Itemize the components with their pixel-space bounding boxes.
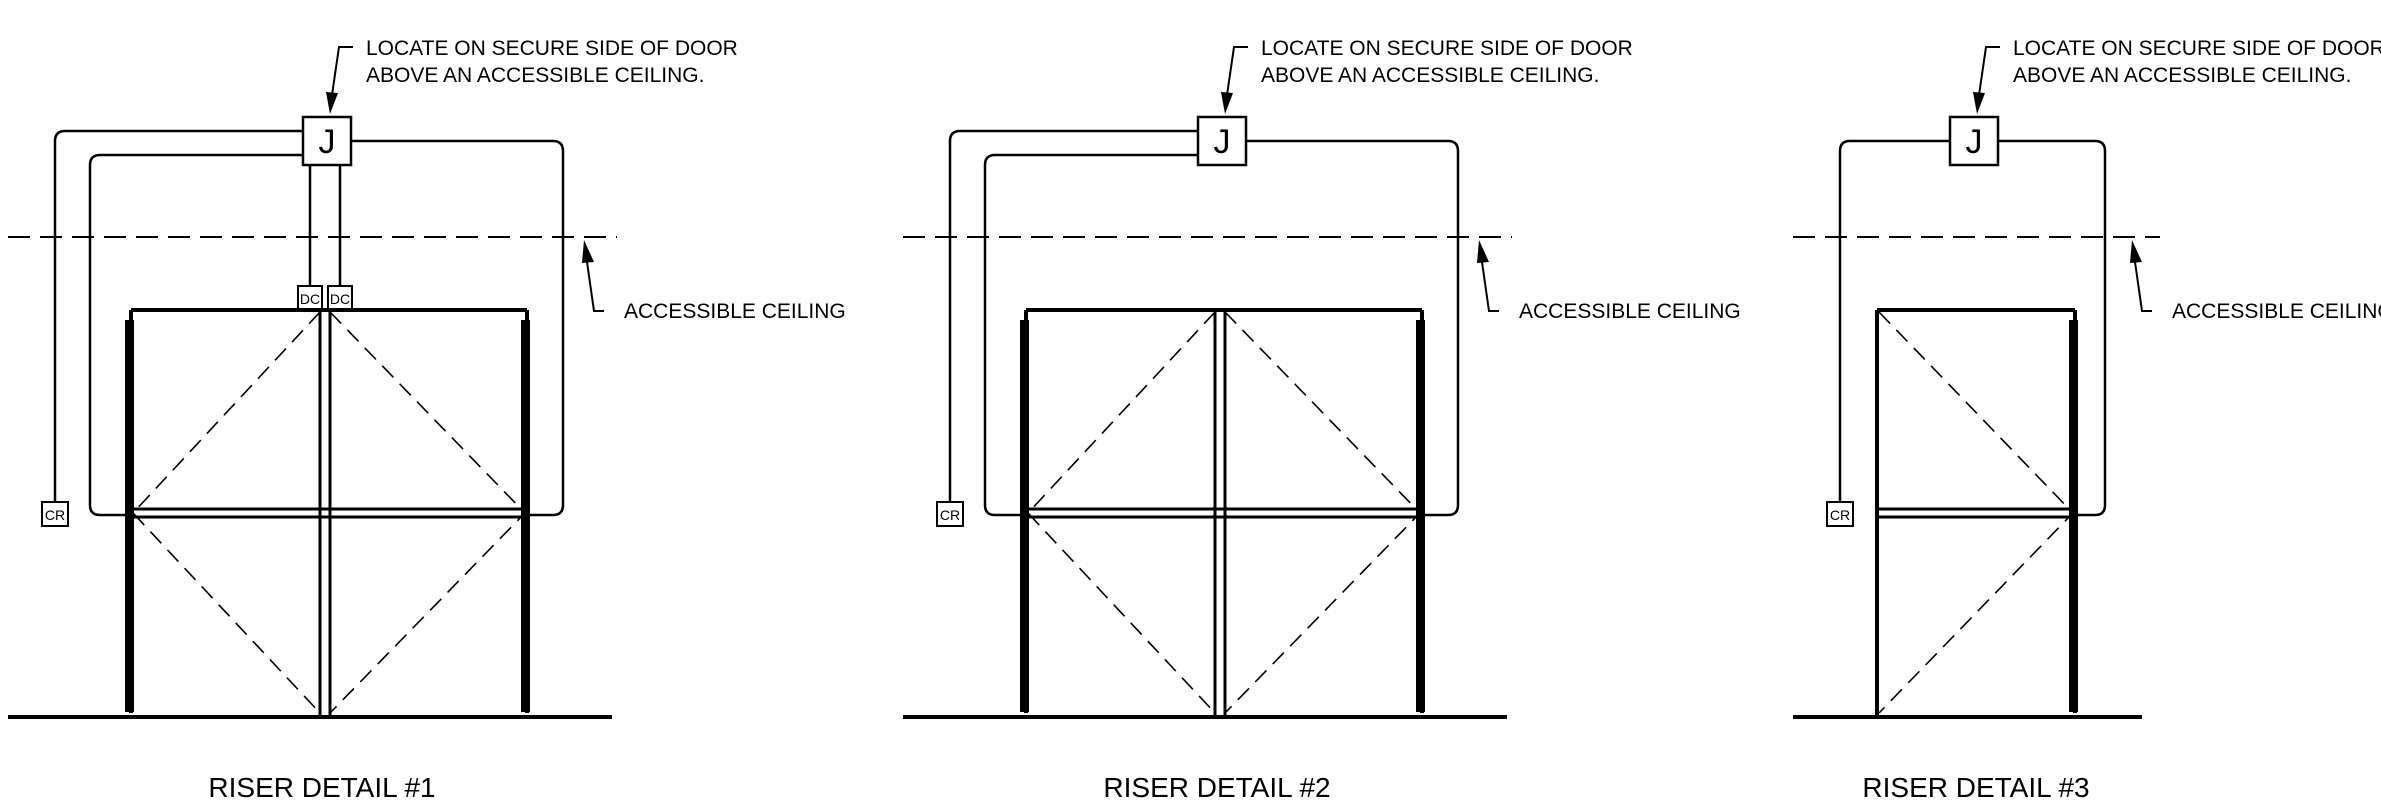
ceiling-label: ACCESSIBLE CEILING [1519, 300, 1741, 323]
location-note-line-1: LOCATE ON SECURE SIDE OF DOOR [366, 37, 738, 60]
leader-arrowhead [1973, 92, 1985, 114]
junction-box [301, 115, 353, 167]
ceiling-leader [1481, 261, 1499, 312]
location-note-line-1: LOCATE ON SECURE SIDE OF DOOR [2013, 37, 2381, 60]
conduit-to-hinge [1998, 139, 2107, 517]
ceiling-label: ACCESSIBLE CEILING [624, 300, 846, 323]
door-swing-indicator [329, 310, 527, 715]
location-note-line-2: ABOVE AN ACCESSIBLE CEILING. [2013, 64, 2351, 87]
door-contact-box [297, 285, 323, 311]
riser-detail-2: J CR LOCATE ON SECURE SIDE OF DOOR ABOVE… [903, 37, 1741, 803]
ceiling-label: ACCESSIBLE CEILING [2172, 300, 2381, 323]
conduit-to-panic-bar [983, 153, 1198, 517]
junction-box [1196, 115, 1248, 167]
ceiling-leader [2134, 261, 2152, 312]
detail-title: RISER DETAIL #2 [1103, 772, 1330, 803]
note-leader [1978, 46, 2000, 96]
card-reader-box [1826, 501, 1854, 527]
location-note-line-1: LOCATE ON SECURE SIDE OF DOOR [1261, 37, 1633, 60]
note-leader [1226, 46, 1248, 96]
detail-title: RISER DETAIL #1 [208, 772, 435, 803]
riser-detail-3: J CR LOCATE ON SECURE SIDE OF DOOR ABOVE… [1793, 37, 2381, 803]
leader-arrowhead [1477, 240, 1489, 263]
door-swing-indicator [1224, 310, 1422, 715]
card-reader-label: CR [1830, 507, 1850, 523]
note-leader [331, 46, 353, 96]
leader-arrowhead [1221, 92, 1233, 114]
junction-box-label: J [1214, 123, 1231, 161]
conduit-to-hinge [351, 139, 565, 517]
card-reader-box [41, 501, 69, 527]
riser-detail-1: J DC DC CR LOCATE ON SECURE SIDE OF DOOR… [8, 37, 846, 803]
card-reader-box [936, 501, 964, 527]
door-contact-box [327, 285, 353, 311]
ceiling-leader [586, 261, 604, 312]
door-swing-indicator [131, 309, 321, 716]
door-contact-label: DC [300, 291, 320, 307]
location-note-line-2: ABOVE AN ACCESSIBLE CEILING. [1261, 64, 1599, 87]
conduit-to-card-reader [948, 129, 1198, 502]
junction-box-label: J [319, 123, 336, 161]
conduit-to-card-reader [53, 129, 303, 502]
door-swing-indicator [1026, 309, 1216, 716]
card-reader-label: CR [45, 507, 65, 523]
junction-box [1948, 115, 2000, 167]
door-contact-label: DC [330, 291, 350, 307]
leader-arrowhead [326, 92, 338, 114]
card-reader-label: CR [940, 507, 960, 523]
conduit-to-panic-bar [88, 153, 303, 517]
junction-box-label: J [1966, 123, 1983, 161]
conduit-to-hinge [1246, 139, 1460, 517]
conduit-to-card-reader [1838, 139, 1950, 502]
leader-arrowhead [2130, 240, 2142, 263]
location-note-line-2: ABOVE AN ACCESSIBLE CEILING. [366, 64, 704, 87]
door-swing-indicator [1878, 311, 2075, 714]
leader-arrowhead [582, 240, 594, 263]
detail-title: RISER DETAIL #3 [1862, 772, 2089, 803]
